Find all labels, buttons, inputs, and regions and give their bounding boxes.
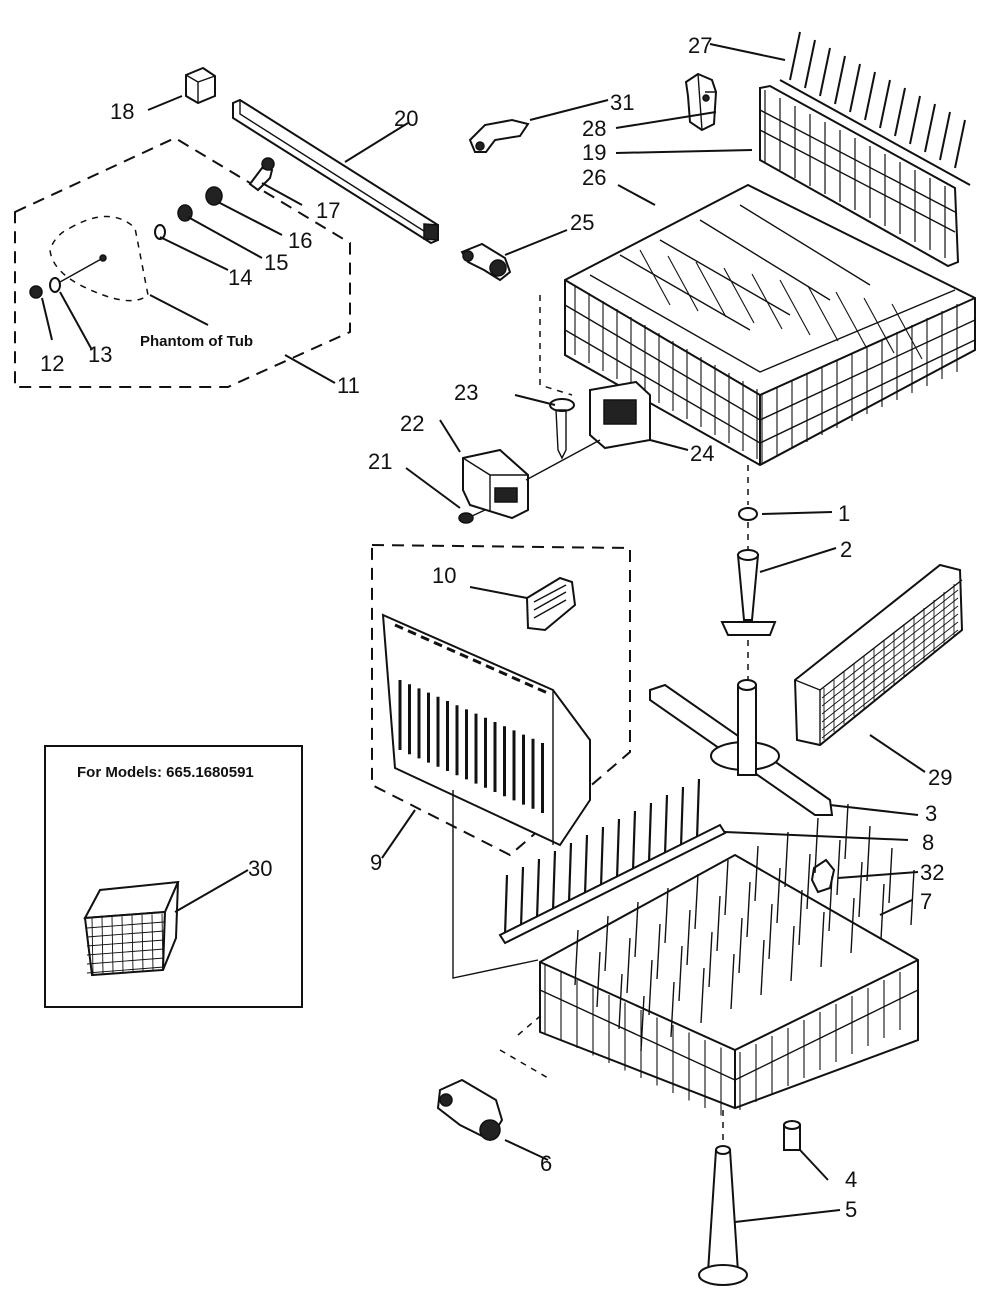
callout-10: 10	[432, 563, 456, 588]
callout-31: 31	[610, 90, 634, 115]
shaft-hardware	[29, 157, 275, 299]
screw-23	[549, 398, 575, 460]
basket-30-mesh	[86, 913, 165, 975]
callout-23: 23	[454, 380, 478, 405]
upper-rack-tines	[574, 249, 958, 463]
callout-14: 14	[228, 265, 252, 290]
bearing-ring-1	[738, 507, 758, 521]
bushing-4	[783, 1120, 801, 1151]
leader-25-dash	[539, 295, 573, 396]
callout-24: 24	[690, 441, 714, 466]
callout-18: 18	[110, 99, 134, 124]
callout-21: 21	[368, 449, 392, 474]
callout-9: 9	[370, 850, 382, 875]
callout-20: 20	[394, 106, 418, 131]
callout-8: 8	[922, 830, 934, 855]
clip-31	[468, 118, 530, 153]
phantom-label: Phantom of Tub	[140, 333, 253, 350]
track-20	[232, 98, 439, 245]
callout-28: 28	[582, 116, 606, 141]
group-11-outline	[14, 136, 351, 388]
guide-24	[589, 380, 651, 450]
tine-row-8	[503, 778, 701, 936]
spray-arm-3	[649, 679, 834, 816]
assembly-line-9	[452, 790, 539, 979]
callout-11: 11	[337, 373, 360, 398]
roller-25	[460, 242, 512, 282]
fold-down-tines-27	[779, 31, 971, 186]
callout-26: 26	[582, 165, 606, 190]
model-inset-label: For Models: 665.1680591	[77, 764, 254, 781]
callout-3: 3	[925, 801, 937, 826]
upper-rack-26	[564, 183, 976, 467]
callout-16: 16	[288, 228, 312, 253]
assembly-line-21	[525, 439, 601, 481]
phantom-tub-outline	[49, 215, 149, 302]
callout-32: 32	[920, 860, 944, 885]
adjuster-28	[684, 72, 718, 132]
utensil-basket-30	[83, 880, 180, 977]
callout-30: 30	[248, 856, 272, 881]
rack-leg-5	[698, 1145, 748, 1286]
spray-tube-2	[720, 549, 777, 636]
rack-stop-22	[462, 448, 529, 520]
tine-frame-grid	[764, 90, 946, 258]
callout-17: 17	[316, 198, 340, 223]
assembly-line-6	[499, 1011, 549, 1079]
model-inset-box	[44, 745, 303, 1008]
basket-lid-10	[525, 576, 577, 632]
basket-9-slots	[394, 623, 547, 813]
clip-32	[810, 858, 836, 894]
callout-19: 19	[582, 140, 606, 165]
callout-7: 7	[920, 889, 932, 914]
screw-21	[458, 509, 486, 524]
callout-22: 22	[400, 411, 424, 436]
callout-4: 4	[845, 1167, 857, 1192]
basket-29-mesh	[821, 584, 959, 740]
callout-15: 15	[264, 250, 288, 275]
callout-5: 5	[845, 1197, 857, 1222]
callout-12: 12	[40, 351, 64, 376]
end-cap-18	[185, 66, 216, 105]
silverware-basket-29	[793, 563, 964, 747]
lower-rack-tines	[544, 803, 915, 1116]
callout-labels: 1 2 3 4 5 6 7 8 9 10 11 12 13 14 15 16 1…	[40, 33, 952, 1222]
wheel-6	[436, 1078, 504, 1142]
callout-25: 25	[570, 210, 594, 235]
callout-1: 1	[838, 501, 850, 526]
callout-6: 6	[540, 1151, 552, 1176]
callout-27: 27	[688, 33, 712, 58]
leader-lines	[41, 43, 926, 1223]
callout-2: 2	[840, 537, 852, 562]
callout-13: 13	[88, 342, 112, 367]
callout-29: 29	[928, 765, 952, 790]
